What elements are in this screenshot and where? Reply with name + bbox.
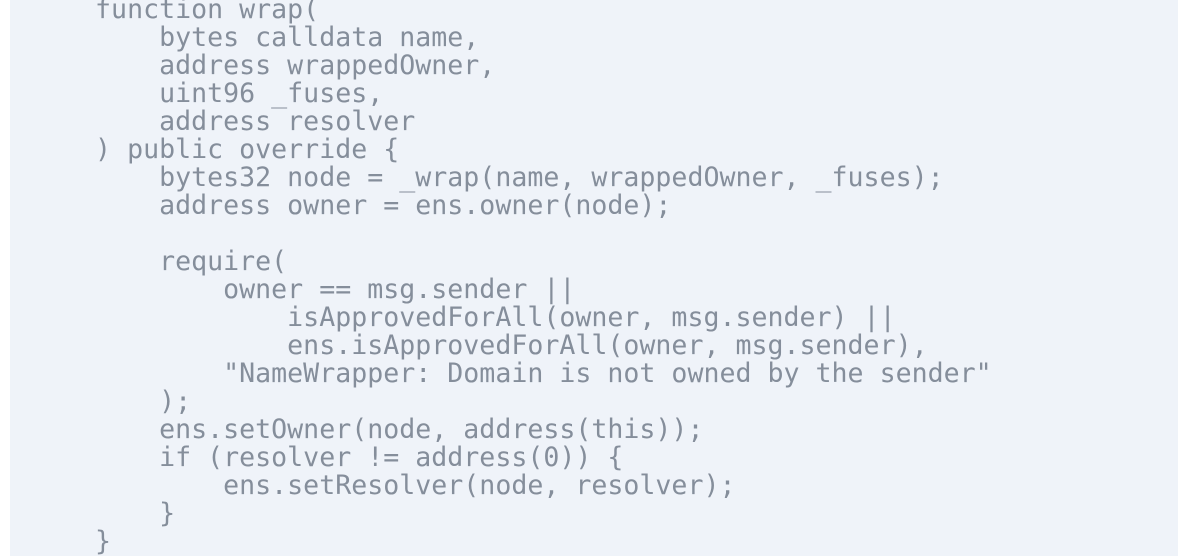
code-line: bytes calldata name, [31, 22, 480, 53]
code-line: ); [31, 386, 192, 417]
code-line: address wrappedOwner, [31, 50, 496, 81]
code-line: } [31, 526, 112, 556]
code-line: ens.setOwner(node, address(this)); [31, 414, 704, 445]
code-line: bytes32 node = _wrap(name, wrappedOwner,… [31, 162, 944, 193]
code-block-panel: function wrap( bytes calldata name, addr… [10, 0, 1178, 556]
code-line: } [31, 498, 176, 529]
code-line: uint96 _fuses, [31, 78, 384, 109]
code-line: "NameWrapper: Domain is not owned by the… [31, 358, 992, 389]
code-content: function wrap( bytes calldata name, addr… [31, 0, 992, 556]
code-line: if (resolver != address(0)) { [31, 442, 624, 473]
code-line: isApprovedForAll(owner, msg.sender) || [31, 302, 896, 333]
code-line: ) public override { [31, 134, 400, 165]
code-line: ens.isApprovedForAll(owner, msg.sender), [31, 330, 928, 361]
code-line: ens.setResolver(node, resolver); [31, 470, 736, 501]
code-line: function wrap( [31, 0, 320, 25]
code-line: address owner = ens.owner(node); [31, 190, 672, 221]
code-line [31, 220, 992, 248]
code-line: address resolver [31, 106, 416, 137]
code-line: require( [31, 246, 288, 277]
code-line: owner == msg.sender || [31, 274, 576, 305]
